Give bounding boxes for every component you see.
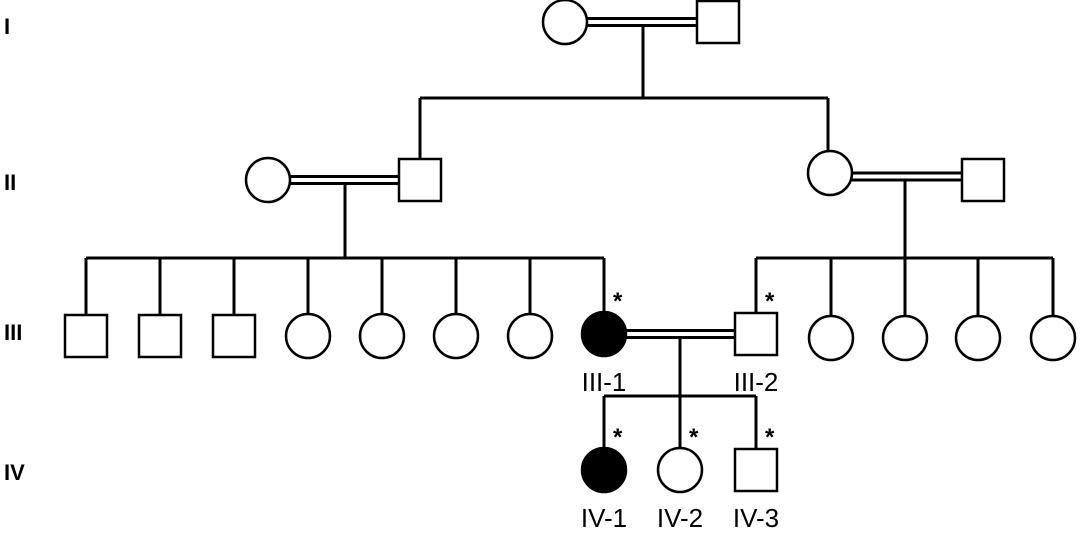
tested-marker: *	[613, 424, 623, 451]
unaffected-male-symbol	[397, 157, 443, 203]
affected-female-symbol	[580, 446, 628, 494]
individual-label: III-1	[582, 367, 627, 397]
unaffected-female-symbol	[506, 312, 554, 360]
individual-label: IV-3	[733, 503, 779, 533]
generation-labels: I II III IV	[4, 14, 25, 485]
unaffected-male-symbol	[63, 313, 109, 359]
unaffected-female-symbol	[541, 0, 589, 46]
unaffected-male-symbol	[733, 311, 779, 357]
tested-marker: *	[765, 288, 775, 315]
generation-label-i: I	[4, 14, 10, 39]
generation-label-iii: III	[4, 320, 22, 345]
individual-label: IV-1	[581, 503, 627, 533]
generation-label-iv: IV	[4, 460, 25, 485]
generation-label-ii: II	[4, 170, 16, 195]
tested-marker: *	[613, 288, 623, 315]
unaffected-female-symbol	[881, 314, 929, 362]
pedigree-labels: * III-1 * III-2 * IV-1 * IV-2 * IV-3	[581, 288, 779, 533]
individual-label: III-2	[734, 367, 779, 397]
unaffected-female-symbol	[954, 314, 1002, 362]
tested-marker: *	[765, 424, 775, 451]
affected-female-symbol	[580, 310, 628, 358]
pedigree-lines	[84, 17, 1055, 449]
unaffected-male-symbol	[960, 157, 1006, 203]
unaffected-male-symbol	[211, 313, 257, 359]
unaffected-female-symbol	[807, 314, 855, 362]
unaffected-male-symbol	[695, 0, 741, 45]
unaffected-female-symbol	[806, 149, 854, 197]
unaffected-female-symbol	[1029, 314, 1077, 362]
individual-label: IV-2	[657, 503, 703, 533]
unaffected-female-symbol	[284, 312, 332, 360]
unaffected-male-symbol	[733, 447, 779, 493]
unaffected-female-symbol	[656, 446, 704, 494]
unaffected-male-symbol	[137, 313, 183, 359]
unaffected-female-symbol	[358, 312, 406, 360]
unaffected-female-symbol	[244, 156, 292, 204]
pedigree-individuals	[63, 0, 1077, 494]
unaffected-female-symbol	[432, 312, 480, 360]
tested-marker: *	[689, 424, 699, 451]
